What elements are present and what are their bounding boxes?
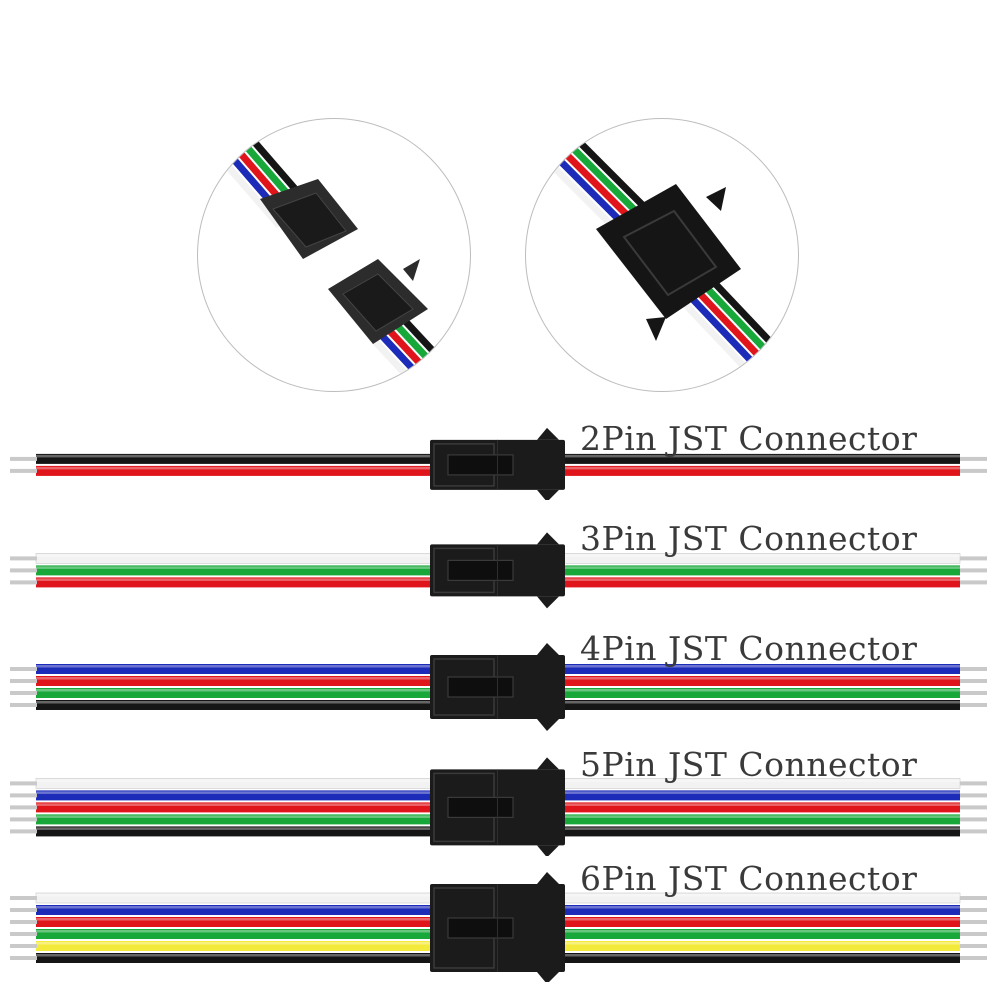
wire-end-left	[10, 793, 37, 798]
wire-end-right	[960, 908, 987, 912]
connector-latch	[447, 454, 514, 476]
connector-barb-top	[537, 532, 559, 545]
wire-blue	[676, 282, 773, 383]
connector-row-5pin: 5Pin JST Connector	[0, 748, 1000, 856]
connector-label: 3Pin JST Connector	[580, 519, 918, 558]
connector-latch	[622, 209, 718, 297]
connector-label: 2Pin JST Connector	[580, 419, 918, 458]
connector-latch	[447, 676, 514, 698]
wire-end-right	[960, 580, 987, 585]
cable-illustration	[10, 532, 987, 609]
disconnected-connectors-illustration	[211, 124, 469, 391]
wire-end-right	[960, 793, 987, 798]
wire-end-left	[10, 829, 37, 834]
wire-end-left	[10, 679, 37, 683]
cable-illustration	[10, 427, 987, 500]
wire-end-right	[960, 956, 987, 960]
connector-housing	[596, 184, 741, 319]
wire-white	[211, 148, 283, 229]
connector-row-6pin: 6Pin JST Connector	[0, 862, 1000, 982]
connector-latch	[447, 796, 514, 819]
wire-end-right	[960, 691, 987, 695]
wire-end-right	[960, 920, 987, 924]
wire-end-left	[10, 932, 37, 936]
wire-black	[398, 314, 469, 390]
wire-end-left	[10, 568, 37, 573]
wire-green	[392, 320, 463, 391]
connector-barb-bottom	[537, 596, 559, 609]
connected-connectors-illustration	[540, 128, 792, 389]
connector-barb-bottom	[537, 845, 559, 856]
wire-end-right	[960, 817, 987, 822]
connector-barb-top	[537, 757, 559, 770]
wire-end-left	[10, 908, 37, 912]
wire-end-left	[10, 456, 37, 461]
wire-end-right	[960, 896, 987, 900]
wire-end-right	[960, 944, 987, 948]
wire-end-right	[960, 456, 987, 461]
wire-end-left	[10, 667, 37, 671]
cable-illustration	[10, 872, 987, 982]
wire-end-right	[960, 679, 987, 683]
wire-white	[670, 288, 766, 389]
cable-illustration	[10, 757, 987, 856]
connector-row-2pin: 2Pin JST Connector	[0, 422, 1000, 500]
connector-row-3pin: 3Pin JST Connector	[0, 522, 1000, 610]
wire-end-left	[10, 920, 37, 924]
wire-red	[385, 326, 451, 391]
connector-label: 5Pin JST Connector	[580, 745, 918, 784]
wire-end-left	[10, 805, 37, 810]
connector-recess-a	[272, 192, 347, 248]
connector-barb-top	[537, 872, 559, 884]
connector-barb-bottom	[537, 489, 559, 500]
wire-end-right	[960, 932, 987, 936]
connector-barb	[403, 259, 420, 281]
connector-latch	[447, 917, 514, 939]
wire-end-right	[960, 805, 987, 810]
connector-latch	[447, 559, 514, 582]
cable-illustration	[10, 643, 987, 731]
wire-end-left	[10, 703, 37, 707]
connector-barb-bottom	[537, 719, 559, 731]
wire-end-right	[960, 667, 987, 671]
wire-end-right	[960, 703, 987, 707]
wire-end-right	[960, 781, 987, 786]
connector-barb-bottom	[646, 317, 666, 341]
wire-end-left	[10, 781, 37, 786]
wire-end-left	[10, 691, 37, 695]
wire-end-right	[960, 568, 987, 573]
wire-end-left	[10, 580, 37, 585]
connector-barb-bottom	[537, 972, 559, 982]
wire-end-left	[10, 556, 37, 561]
detail-view-disconnected	[197, 118, 471, 392]
wire-end-right	[960, 468, 987, 473]
wire-end-right	[960, 829, 987, 834]
connector-recess-b	[342, 273, 414, 332]
connector-label: 4Pin JST Connector	[580, 629, 918, 668]
connector-barb-top	[706, 187, 726, 211]
wire-white	[372, 338, 426, 391]
wire-end-left	[10, 944, 37, 948]
wire-end-left	[10, 468, 37, 473]
wire-end-left	[10, 956, 37, 960]
detail-view-connected	[525, 118, 799, 392]
connector-barb-top	[537, 427, 559, 440]
connector-row-4pin: 4Pin JST Connector	[0, 632, 1000, 732]
wire-end-left	[10, 896, 37, 900]
wire-end-right	[960, 556, 987, 561]
connector-barb-top	[537, 643, 559, 655]
wire-end-left	[10, 817, 37, 822]
connector-label: 6Pin JST Connector	[580, 859, 918, 898]
wire-blue	[378, 332, 439, 391]
